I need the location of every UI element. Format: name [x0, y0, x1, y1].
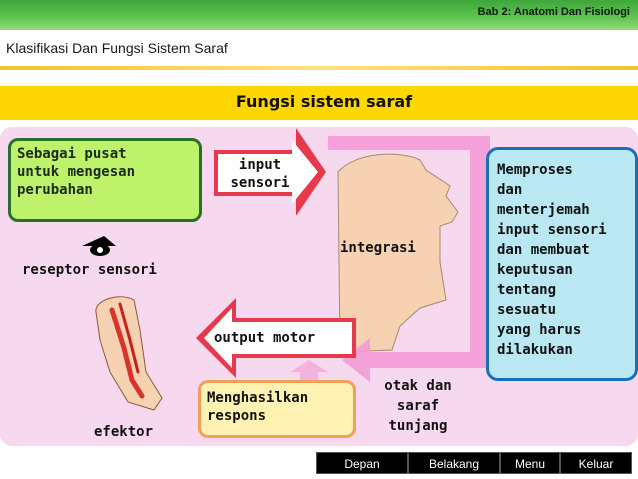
- response-box: Menghasilkan respons: [198, 380, 356, 438]
- detection-box: Sebagai pusat untuk mengesan perubahan: [8, 138, 202, 222]
- output-label: output motor: [214, 330, 316, 346]
- section-banner: Fungsi sistem saraf: [0, 86, 638, 120]
- brain-label: otak dan saraf tunjang: [384, 378, 452, 434]
- integration-label: integrasi: [340, 240, 416, 256]
- input-label: input sensori: [230, 157, 290, 191]
- detection-text: Sebagai pusat untuk mengesan perubahan: [17, 146, 136, 198]
- response-arrow: [290, 360, 328, 388]
- divider: [0, 66, 638, 70]
- back-button[interactable]: Belakang: [408, 452, 500, 474]
- home-button[interactable]: Depan: [316, 452, 408, 474]
- title-bar: Bab 2: Anatomi Dan Fisiologi: [0, 0, 638, 30]
- head-illustration: [337, 153, 459, 353]
- effector-label: efektor: [94, 424, 154, 440]
- integration-arrow: [328, 136, 490, 382]
- processing-text: Memproses dan menterjemah input sensori …: [497, 162, 607, 358]
- page-subtitle: Klasifikasi Dan Fungsi Sistem Saraf: [6, 40, 228, 56]
- processing-box: Memproses dan menterjemah input sensori …: [486, 147, 638, 381]
- leg-illustration: [95, 296, 163, 411]
- section-title: Fungsi sistem saraf: [235, 92, 413, 111]
- response-text: Menghasilkan respons: [207, 390, 309, 424]
- exit-button[interactable]: Keluar: [560, 452, 632, 474]
- eye-icon: [82, 236, 116, 256]
- menu-button[interactable]: Menu: [500, 452, 560, 474]
- receptor-label: reseptor sensori: [22, 262, 157, 278]
- chapter-title: Bab 2: Anatomi Dan Fisiologi: [477, 6, 630, 18]
